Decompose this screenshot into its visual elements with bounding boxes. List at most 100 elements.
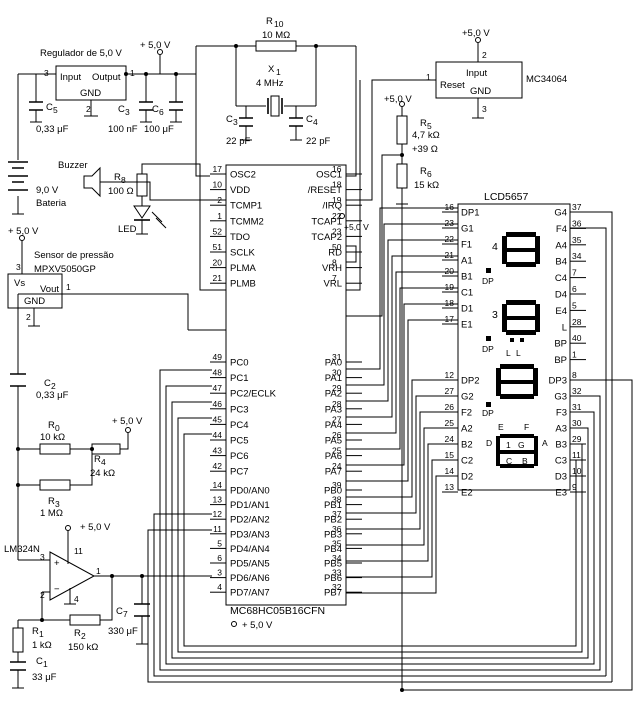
mcu-pin-number: 51 [213, 242, 223, 252]
mcu-pin-label: PD5/AN5 [230, 559, 270, 570]
svg-text:0,33 μF: 0,33 μF [36, 390, 69, 401]
opamp-lm324n: LM324N +− + 5,0 V 11 3 2 4 1 [4, 522, 212, 620]
mcu-pin-number: 27 [332, 414, 342, 424]
mcu-pin-label: PA7 [325, 467, 342, 478]
svg-text:C: C [118, 104, 125, 115]
svg-text:C: C [36, 656, 43, 667]
svg-text:4: 4 [313, 117, 318, 127]
mcu-pin-label: PC4 [230, 420, 248, 431]
svg-text:3: 3 [40, 552, 45, 562]
svg-text:1: 1 [276, 67, 281, 77]
lcd-pin-label: F4 [556, 224, 567, 235]
lcd-pin-number: 29 [572, 434, 582, 444]
mcu-pin-number: 30 [332, 368, 342, 378]
mcu-pin-number: 22 [332, 211, 342, 221]
lcd-pin-number: 36 [572, 218, 582, 228]
mcu-pin-number: 18 [332, 180, 342, 190]
lcd-pin-label: DP2 [461, 376, 479, 387]
regulator-title: Regulador de 5,0 V [40, 48, 123, 59]
svg-text:R: R [420, 166, 427, 177]
svg-text:330 μF: 330 μF [108, 626, 138, 637]
svg-text:Vout: Vout [40, 284, 59, 295]
r5-supply: +5,0 V [384, 94, 412, 105]
svg-text:5: 5 [53, 105, 58, 115]
mcu-pin-number: 23 [332, 226, 342, 236]
svg-text:1: 1 [66, 282, 71, 292]
lcd-pin-label: DP1 [461, 208, 479, 219]
mcu-pin-label: VRL [324, 279, 342, 290]
mcu-pin-label: PB7 [324, 588, 342, 599]
lcd-pin-label: G3 [554, 392, 567, 403]
mcu-pin-label: PA2 [325, 389, 342, 400]
mcu-pin-number: 17 [213, 164, 223, 174]
svg-text:Input: Input [466, 68, 487, 79]
svg-text:15 kΩ: 15 kΩ [414, 180, 439, 191]
lcd-pin-label: G2 [461, 392, 474, 403]
svg-text:1: 1 [39, 629, 44, 639]
mcu-pin-number: 35 [332, 538, 342, 548]
svg-text:LM324N: LM324N [4, 544, 40, 555]
mcu-pin-label: PB2 [324, 515, 342, 526]
svg-text:X: X [268, 64, 275, 75]
mcu-pin-label: PA0 [325, 358, 342, 369]
lcd-right-pins: G437F436A435B434C47D46E45L28BP40BP1DP38G… [549, 202, 586, 499]
svg-text:3: 3 [233, 117, 238, 127]
svg-text:DP: DP [482, 276, 494, 286]
mcu-pin-number: 16 [332, 164, 342, 174]
lcd-pin-label: BP [554, 355, 567, 366]
svg-text:Bateria: Bateria [36, 198, 67, 209]
mcu-pin-number: 46 [213, 399, 223, 409]
mcu-pin-number: 36 [332, 524, 342, 534]
svg-text:1: 1 [96, 566, 101, 576]
svg-text:4 MHz: 4 MHz [256, 78, 284, 89]
svg-text:Vs: Vs [14, 278, 25, 289]
svg-text:D: D [486, 438, 492, 448]
mcu-pin-number: 38 [332, 495, 342, 505]
lcd-pin-label: C4 [555, 273, 567, 284]
lcd-pin-number: 31 [572, 402, 582, 412]
svg-text:1 kΩ: 1 kΩ [32, 640, 52, 651]
lcd-pin-label: D2 [461, 472, 473, 483]
svg-text:10 kΩ: 10 kΩ [40, 432, 65, 443]
mcu-pin-number: 25 [332, 446, 342, 456]
svg-text:DP: DP [482, 344, 494, 354]
mcu-pin-number: 20 [213, 258, 223, 268]
svg-text:Buzzer: Buzzer [58, 160, 88, 171]
regulator-pin-in: 3 [44, 68, 49, 78]
buzzer: Buzzer [58, 160, 210, 201]
lcd-pin-number: 26 [445, 402, 455, 412]
svg-text:9,0 V: 9,0 V [36, 185, 59, 196]
mcu-pin-number: 39 [332, 480, 342, 490]
mcu-pin-label: /IRQ [322, 201, 342, 212]
svg-text:C: C [152, 104, 159, 115]
mcu-pin-label: /RESET [308, 185, 343, 196]
svg-text:E: E [498, 422, 504, 432]
svg-text:A: A [542, 438, 548, 448]
lcd-pin-number: 23 [445, 218, 455, 228]
svg-text:150 kΩ: 150 kΩ [68, 642, 98, 653]
mcu-pin-number: 11 [213, 524, 222, 534]
mcu-pin-number: 44 [213, 430, 223, 440]
mcu-pin-label: PD7/AN7 [230, 588, 270, 599]
mcu-pin-label: PB4 [324, 544, 342, 555]
lcd-pin-label: E3 [555, 488, 567, 499]
mcu-pin-label: PLMA [230, 263, 257, 274]
lcd-pin-number: 15 [445, 450, 455, 460]
svg-text:DP: DP [482, 408, 494, 418]
lcd-pin-number: 12 [445, 370, 455, 380]
mcu-pin-number: 12 [213, 509, 223, 519]
svg-text:1: 1 [426, 72, 431, 82]
lcd-pin-number: 30 [572, 418, 582, 428]
mcu-pin-number: 21 [213, 273, 223, 283]
svg-text:−: − [54, 584, 60, 595]
mcu-pin-label: PLMB [230, 279, 256, 290]
svg-text:4: 4 [74, 594, 79, 604]
r10-label: R [266, 16, 273, 27]
r4-supply: + 5,0 V [112, 416, 143, 427]
mcu-pin-number: 43 [213, 446, 223, 456]
lcd-pin-label: F3 [556, 408, 567, 419]
